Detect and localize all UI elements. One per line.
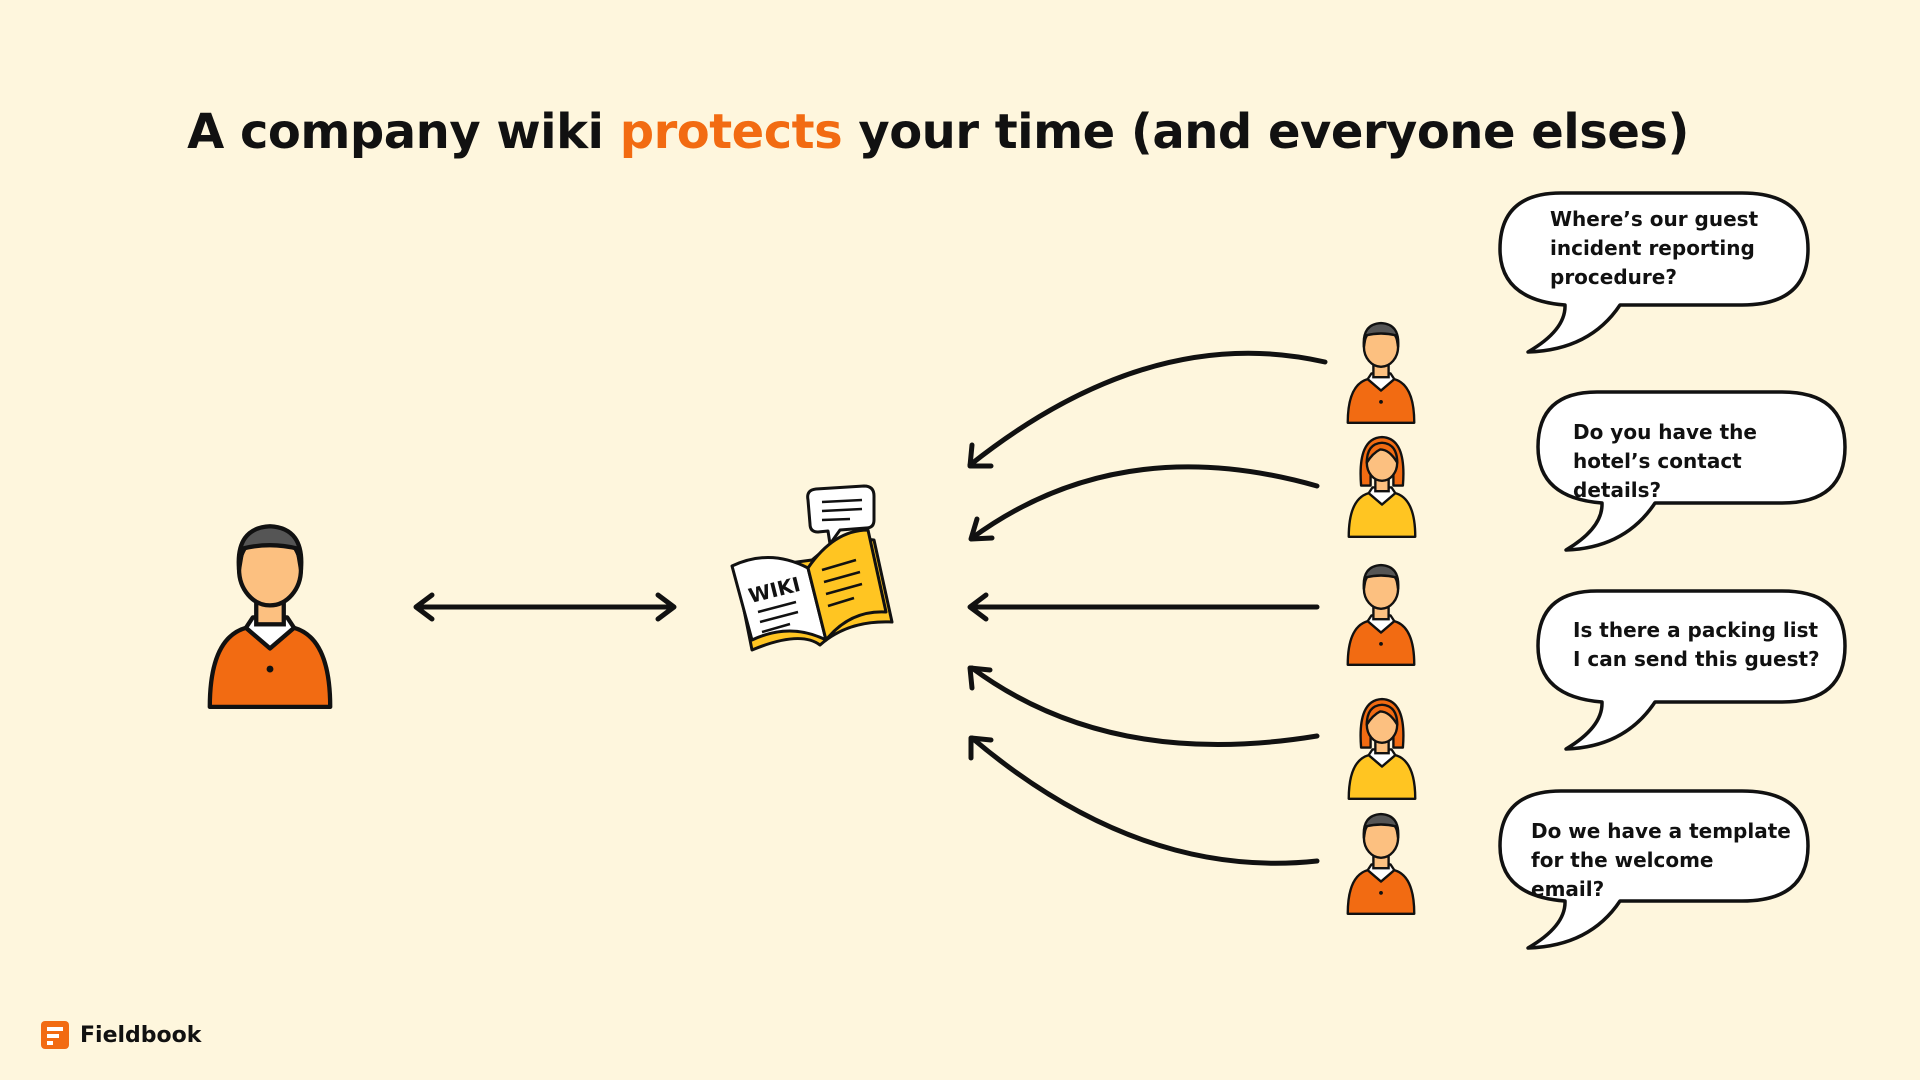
fieldbook-logo: Fieldbook bbox=[40, 1020, 201, 1050]
title-before: A company wiki bbox=[187, 104, 620, 160]
question-arrow-1 bbox=[967, 350, 1328, 469]
coworker-3-icon bbox=[1346, 563, 1416, 666]
coworker-4-icon bbox=[1347, 697, 1417, 800]
question-1-text: Where’s our guest incident reporting pro… bbox=[1550, 207, 1759, 289]
title-after: your time (and everyone elses) bbox=[842, 104, 1689, 160]
fieldbook-logo-icon bbox=[41, 1021, 69, 1049]
coworker-5-icon bbox=[1346, 812, 1416, 915]
wiki-book-icon: WIKI bbox=[730, 484, 894, 652]
title-highlight: protects bbox=[619, 104, 843, 160]
speech-bubble-2 bbox=[1536, 390, 1847, 552]
question-2-text: Do you have the hotel’s contact details? bbox=[1573, 420, 1757, 502]
coworker-1-icon bbox=[1346, 321, 1416, 424]
coworker-2-icon bbox=[1347, 435, 1417, 538]
page-title: A company wiki protects your time (and e… bbox=[0, 104, 1876, 160]
question-arrow-3 bbox=[967, 592, 1320, 622]
brand-name: Fieldbook bbox=[80, 1022, 202, 1048]
speech-bubble-1 bbox=[1498, 191, 1810, 354]
main-employee-icon bbox=[210, 526, 330, 707]
question-3-text: Is there a packing list I can send this … bbox=[1573, 618, 1820, 671]
question-4-text: Do we have a template for the welcome em… bbox=[1531, 819, 1791, 901]
question-arrow-2 bbox=[968, 464, 1320, 542]
double-arrow-icon bbox=[413, 592, 677, 622]
speech-bubble-3 bbox=[1536, 589, 1847, 751]
question-arrow-5 bbox=[968, 735, 1320, 866]
speech-bubble-4 bbox=[1498, 789, 1810, 950]
question-arrow-4 bbox=[967, 665, 1320, 747]
